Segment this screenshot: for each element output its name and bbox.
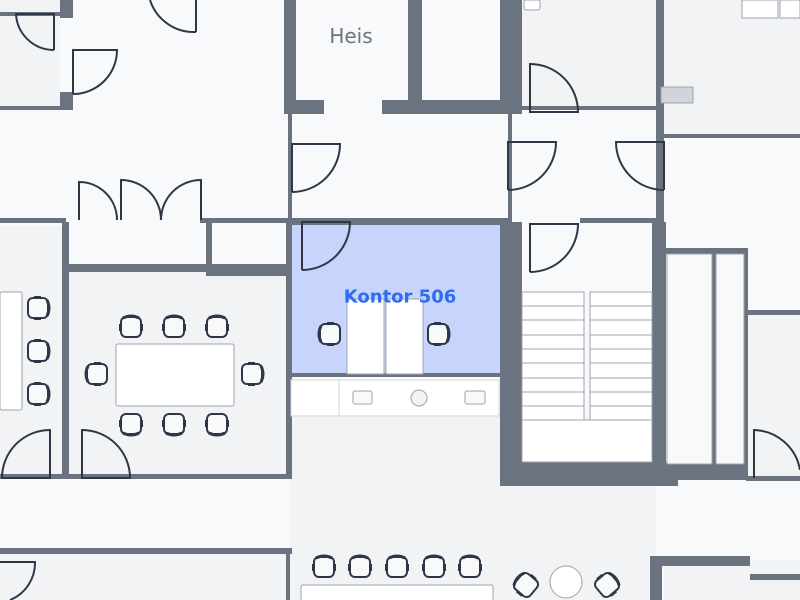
door-swing-icon xyxy=(507,141,558,191)
door-swing-icon xyxy=(0,561,37,600)
staircase xyxy=(521,291,653,463)
desk xyxy=(346,298,385,375)
chair-icon xyxy=(421,554,447,579)
chair-icon xyxy=(384,554,410,579)
chair-icon xyxy=(457,554,483,579)
room-label-heis[interactable]: Heis xyxy=(329,24,373,48)
sink-fixture xyxy=(660,86,694,104)
bench-table xyxy=(300,584,494,600)
door-swing-icon xyxy=(753,428,800,478)
door-swing-icon xyxy=(81,428,132,479)
door-swing-icon xyxy=(0,428,51,479)
chair-icon xyxy=(317,321,342,347)
door-swing-icon xyxy=(14,13,55,52)
chair-icon xyxy=(26,381,51,407)
desk-left xyxy=(0,291,23,411)
chair-icon xyxy=(26,295,51,321)
meeting-table xyxy=(115,343,235,407)
door-swing-icon xyxy=(529,223,580,273)
door-swing-icon xyxy=(78,180,118,221)
kontor-506-furniture xyxy=(346,298,424,375)
chair-icon xyxy=(204,314,230,339)
chair-icon xyxy=(240,361,265,387)
desk xyxy=(385,298,424,375)
chair-icon xyxy=(161,412,187,437)
room-label-kontor-506[interactable]: Kontor 506 xyxy=(343,286,457,308)
chair-icon xyxy=(26,338,51,364)
door-swing-icon xyxy=(120,178,202,221)
door-swing-icon xyxy=(301,221,352,271)
shaft xyxy=(666,253,745,465)
chair-icon xyxy=(347,554,373,579)
chair-icon xyxy=(426,321,451,347)
storage-unit xyxy=(290,379,500,417)
chair-icon xyxy=(84,361,109,387)
chair-icon xyxy=(161,314,187,339)
door-swing-icon xyxy=(149,0,197,34)
top-fixtures xyxy=(0,0,800,411)
chair-icon xyxy=(118,412,144,437)
chair-icon xyxy=(118,314,144,339)
door-swing-icon xyxy=(529,62,580,113)
round-table xyxy=(549,565,583,599)
chair-icon xyxy=(311,554,337,579)
door-swing-icon xyxy=(291,143,342,193)
door-swing-icon xyxy=(614,141,665,191)
door-swing-icon xyxy=(72,49,119,95)
chair-icon xyxy=(204,412,230,437)
